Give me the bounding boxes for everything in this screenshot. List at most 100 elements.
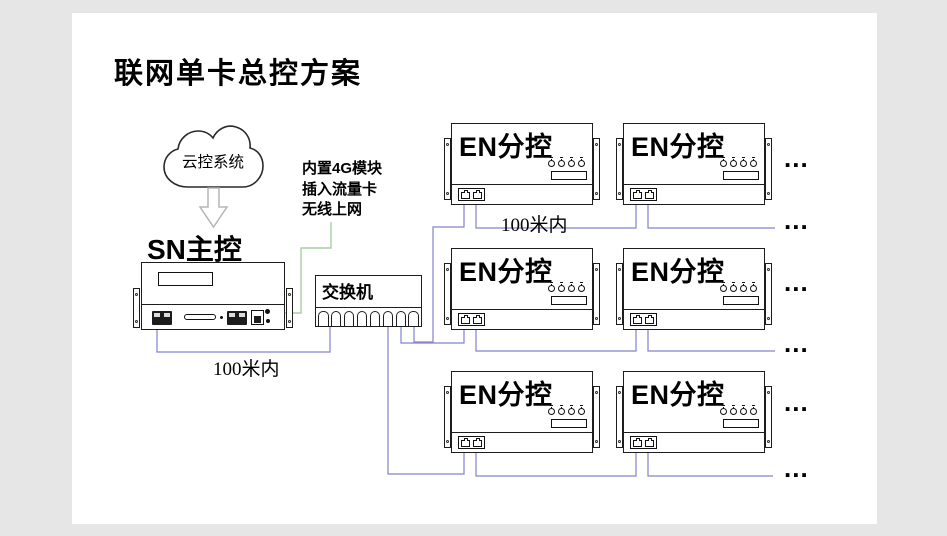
wire-row3-chain (475, 445, 637, 477)
screw-hole (595, 192, 598, 195)
switch-port (382, 311, 394, 326)
wire-row2-chain (475, 322, 637, 352)
status-display (551, 171, 587, 180)
front-panel (452, 184, 592, 204)
knob-dial (578, 157, 585, 167)
rj45-port (633, 315, 642, 324)
wire-switch-to-row2 (400, 322, 465, 344)
en-controller: EN分控 (616, 371, 772, 453)
ethernet-port (251, 310, 264, 325)
en-controller: EN分控 (444, 248, 600, 330)
mount-ear (593, 386, 600, 448)
status-display (551, 296, 587, 305)
mount-ear (444, 138, 451, 200)
mount-ear (444, 263, 451, 325)
network-switch: 交换机 (315, 275, 422, 327)
en-controller-label: EN分控 (459, 132, 553, 162)
more-devices-row2: ... (784, 267, 809, 297)
indicator-dot (220, 316, 223, 319)
mount-ear (444, 386, 451, 448)
rj45-port (473, 438, 482, 447)
down-arrow-icon (198, 187, 229, 229)
more-wire-row1: ... (784, 205, 809, 235)
knob-dial (558, 157, 565, 167)
screw-hole (767, 317, 770, 320)
knob-dial (720, 157, 727, 167)
rj45-port (633, 438, 642, 447)
knob-dial (740, 282, 747, 292)
dial-knobs (548, 282, 585, 292)
status-display (723, 171, 759, 180)
ethernet-dual-port (630, 313, 657, 326)
en-controller-label: EN分控 (631, 380, 725, 410)
rj45-port (461, 190, 470, 199)
annotation-line-3: 无线上网 (302, 201, 363, 218)
antenna-connector (266, 319, 270, 323)
ethernet-dual-port (458, 188, 485, 201)
knob-dial (740, 405, 747, 415)
front-panel (624, 184, 764, 204)
knob-dial (548, 405, 555, 415)
knob-dial (730, 282, 737, 292)
mount-ear (765, 138, 772, 200)
dial-knobs (720, 405, 757, 415)
switch-port (369, 311, 381, 326)
distance-label-row1: 100米内 (501, 215, 568, 236)
front-panel (624, 432, 764, 452)
knob-dial (730, 405, 737, 415)
rj45-port (633, 190, 642, 199)
wire-row2-continue (647, 322, 775, 352)
en-controller-label: EN分控 (459, 380, 553, 410)
dial-knobs (548, 157, 585, 167)
screw-hole (595, 268, 598, 271)
mount-ear (616, 386, 623, 448)
screw-hole (595, 391, 598, 394)
screw-hole (767, 440, 770, 443)
cloud-shape (163, 125, 264, 188)
switch-port (330, 311, 342, 326)
en-controller: EN分控 (616, 248, 772, 330)
rj45-port (473, 315, 482, 324)
ethernet-dual-port (458, 313, 485, 326)
rj45-port (645, 190, 654, 199)
more-wire-row2: ... (784, 328, 809, 358)
screw-hole (618, 143, 621, 146)
screw-hole (446, 192, 449, 195)
knob-dial (578, 282, 585, 292)
front-panel (452, 432, 592, 452)
screw-hole (135, 320, 138, 323)
en-controller-label: EN分控 (459, 257, 553, 287)
screw-hole (618, 391, 621, 394)
knob-dial (750, 157, 757, 167)
ethernet-dual-port (458, 436, 485, 449)
knob-dial (750, 405, 757, 415)
wire-row1-chain (475, 197, 637, 229)
rj45-port (461, 315, 470, 324)
knob-dial (720, 405, 727, 415)
switch-port-row (316, 307, 421, 326)
annotation-line-1: 内置4G模块 (302, 160, 383, 177)
rj45-port (473, 190, 482, 199)
switch-port (356, 311, 368, 326)
screw-hole (618, 192, 621, 195)
distance-label-master: 100米内 (213, 359, 280, 380)
front-panel (452, 309, 592, 329)
status-display (723, 419, 759, 428)
dial-knobs (720, 157, 757, 167)
screw-hole (618, 317, 621, 320)
screw-hole (288, 320, 291, 323)
mount-ear (286, 288, 293, 328)
knob-dial (568, 282, 575, 292)
knob-dial (558, 405, 565, 415)
switch-port (343, 311, 355, 326)
more-devices-row3: ... (784, 387, 809, 417)
ethernet-dual-port (630, 436, 657, 449)
en-controller-label: EN分控 (631, 132, 725, 162)
ethernet-dual-port (152, 311, 172, 325)
knob-dial (558, 282, 565, 292)
screw-hole (767, 268, 770, 271)
wire-switch-to-row1 (413, 197, 465, 343)
knob-dial (548, 157, 555, 167)
screw-hole (595, 440, 598, 443)
antenna-connector (265, 309, 270, 314)
